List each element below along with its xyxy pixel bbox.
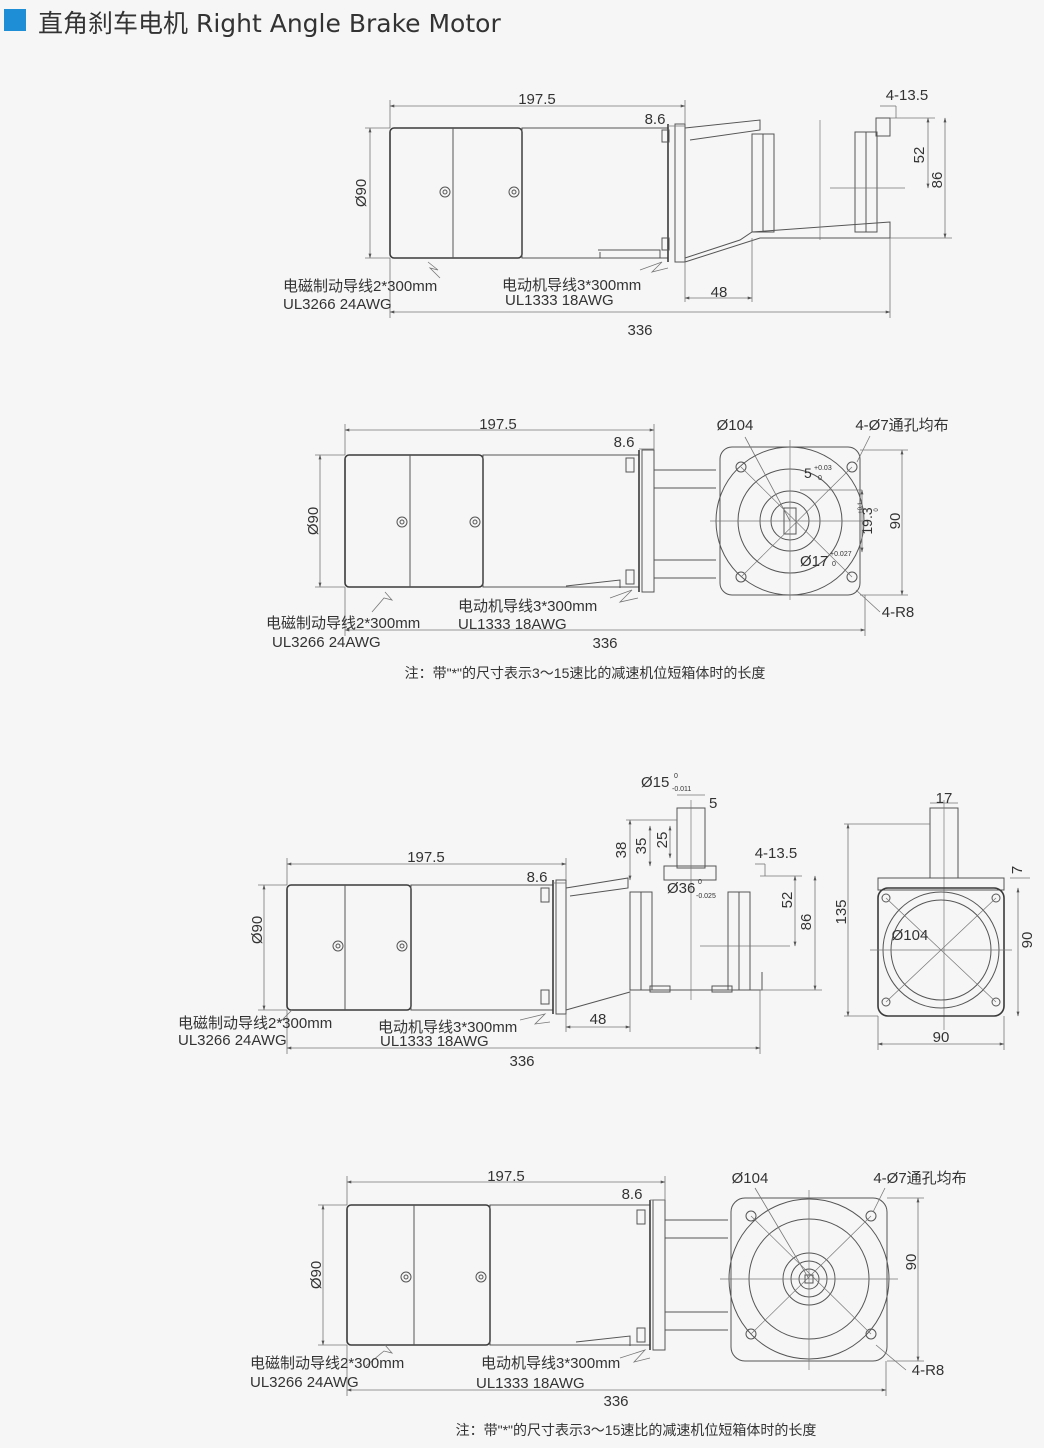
dim-len-motor: 197.5 — [407, 849, 445, 866]
dim-35: 35 — [633, 838, 650, 855]
dim-flange-gap: 8.6 — [645, 111, 666, 128]
dim-dia-motor: Ø90 — [308, 1261, 325, 1289]
dim-holes: 4-Ø7通孔均布 — [873, 1170, 966, 1187]
motor-body — [482, 454, 640, 588]
dim-bore: Ø17 — [800, 553, 828, 570]
dim-h52: 52 — [911, 147, 928, 164]
dim-38: 38 — [613, 842, 630, 859]
dim-7: 7 — [1009, 866, 1026, 874]
motor-body — [489, 1204, 651, 1346]
dim-side-h: 90 — [933, 1029, 950, 1046]
dim-pilot: Ø36 — [667, 880, 695, 897]
motor-body — [521, 127, 669, 259]
dim-h86: 86 — [798, 914, 815, 931]
dim-mount-width: 48 — [711, 284, 728, 301]
note-text: 注：带"*"的尺寸表示3～15速比的减速机位短箱体时的长度 — [456, 1422, 817, 1438]
motor-lead-spec: 电动机导线3*300mm — [458, 598, 597, 615]
dim-bore-tol-low: 0 — [832, 561, 836, 568]
dim-holes: 4-13.5 — [886, 87, 929, 104]
motor-lead-spec: 电动机导线3*300mm — [502, 277, 641, 294]
motor-lead-awg: UL1333 18AWG — [476, 1375, 585, 1392]
dim-dia-motor: Ø90 — [353, 179, 370, 207]
dim-shaft-tol: 0 — [674, 773, 678, 780]
dim-key-height-tol: +0.1 — [858, 501, 864, 514]
view-3-side: 197.5 8.6 Ø90 336 48 Ø15 0 -0.011 5 38 3… — [178, 773, 822, 1070]
flange — [555, 879, 567, 1015]
view-4-front: 197.5 8.6 Ø90 336 Ø104 4-Ø7通孔均布 90 4-R8 … — [250, 1168, 967, 1438]
dim-shaft-dia: Ø15 — [641, 774, 669, 791]
brake-housing — [344, 454, 484, 588]
dim-len-total: 336 — [627, 322, 652, 339]
motor-lead-awg: UL1333 18AWG — [458, 616, 567, 633]
dim-mount-width: 48 — [590, 1011, 607, 1028]
motor-lead-spec: 电动机导线3*300mm — [481, 1355, 620, 1372]
brake-housing — [286, 884, 412, 1011]
dim-bore-tol: +0.027 — [830, 551, 852, 558]
brake-lead-awg: UL3266 24AWG — [250, 1374, 359, 1391]
dim-len-total: 336 — [509, 1053, 534, 1070]
motor-lead-awg: UL1333 18AWG — [505, 292, 614, 309]
dim-flange-gap: 8.6 — [622, 1186, 643, 1203]
dim-h52: 52 — [779, 892, 796, 909]
brake-lead-spec: 电磁制动导线2*300mm — [250, 1355, 404, 1372]
dim-radius: 4-R8 — [912, 1362, 945, 1379]
dim-len-total: 336 — [592, 635, 617, 652]
view-2-front: 197.5 8.6 Ø90 336 Ø104 4-Ø7通孔均布 5 +0.03 … — [266, 416, 949, 681]
dim-side: 90 — [903, 1254, 920, 1271]
brake-lead-spec: 电磁制动导线2*300mm — [266, 615, 420, 632]
dim-pilot-tol: 0 — [698, 879, 702, 886]
dim-key-width-tol-low: 0 — [818, 475, 822, 482]
dim-pilot-tol-low: -0.025 — [696, 893, 716, 900]
dim-len-motor: 197.5 — [487, 1168, 525, 1185]
brake-lead-awg: UL3266 24AWG — [272, 634, 381, 651]
flange — [641, 449, 655, 593]
motor-body — [410, 884, 554, 1011]
view-3b-end: 17 7 135 Ø104 90 90 — [833, 790, 1036, 1050]
dim-key-width: 5 — [804, 465, 812, 481]
dim-side: 90 — [887, 513, 904, 530]
dim-pcd: Ø104 — [892, 927, 929, 944]
dim-h135: 135 — [833, 899, 850, 924]
motor-lead-spec: 电动机导线3*300mm — [378, 1019, 517, 1036]
dim-dia-motor: Ø90 — [305, 507, 322, 535]
motor-lead-awg: UL1333 18AWG — [380, 1033, 489, 1050]
dim-key: 5 — [709, 795, 717, 812]
title-marker — [4, 9, 26, 31]
dim-pcd: Ø104 — [732, 1170, 769, 1187]
dim-side-v: 90 — [1019, 932, 1036, 949]
dim-holes: 4-13.5 — [755, 845, 798, 862]
dim-flange-gap: 8.6 — [527, 869, 548, 886]
dim-shaft-tol-low: -0.011 — [672, 786, 691, 793]
brake-housing — [346, 1204, 491, 1346]
flange — [652, 1199, 666, 1351]
dim-key-width-tol: +0.03 — [814, 465, 832, 472]
dim-holes: 4-Ø7通孔均布 — [855, 417, 948, 434]
dim-radius: 4-R8 — [882, 604, 915, 621]
brake-lead-spec: 电磁制动导线2*300mm — [178, 1015, 332, 1032]
dim-flange-gap: 8.6 — [614, 434, 635, 451]
section-header: 直角刹车电机 Right Angle Brake Motor — [0, 0, 1044, 40]
section-title: 直角刹车电机 Right Angle Brake Motor — [38, 9, 501, 38]
dim-key-height: 19.3 — [859, 507, 875, 534]
brake-housing — [389, 127, 523, 259]
gearbox-face — [877, 887, 1005, 1017]
dim-len-total: 336 — [603, 1393, 628, 1410]
dim-25: 25 — [654, 832, 671, 849]
flange — [674, 123, 686, 263]
dim-shaft-width: 17 — [936, 790, 953, 807]
dim-len-motor: 197.5 — [479, 416, 517, 433]
dim-h86: 86 — [929, 172, 946, 189]
dim-pcd: Ø104 — [717, 417, 754, 434]
note-text: 注：带"*"的尺寸表示3～15速比的减速机位短箱体时的长度 — [405, 665, 766, 681]
dim-dia-motor: Ø90 — [249, 916, 266, 944]
brake-lead-awg: UL3266 24AWG — [283, 296, 392, 313]
brake-lead-awg: UL3266 24AWG — [178, 1032, 287, 1049]
dim-len-motor: 197.5 — [518, 91, 556, 108]
brake-lead-spec: 电磁制动导线2*300mm — [283, 278, 437, 295]
view-1-side: 197.5 8.6 Ø90 336 48 4-13.5 52 86 电磁制动导线… — [283, 87, 952, 339]
dim-key-height-tol-low: 0 — [874, 508, 880, 512]
